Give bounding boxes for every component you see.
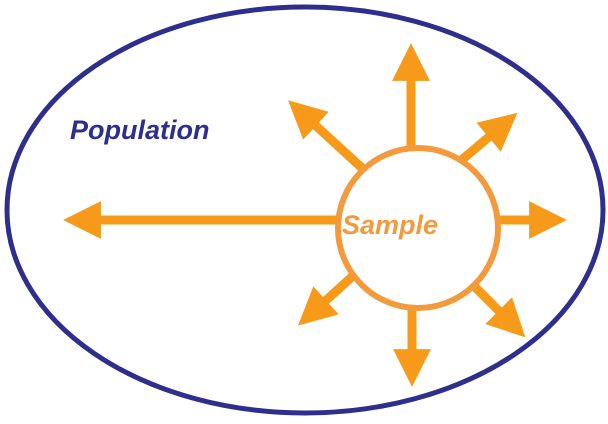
arrow-down-left: [297, 271, 358, 326]
sample-label: Sample: [342, 210, 438, 240]
arrow-up-right: [455, 112, 518, 167]
sample-circle: [335, 145, 501, 311]
arrow-up-left: [288, 100, 366, 172]
arrow-down-right: [466, 278, 526, 338]
arrows-group: [63, 43, 567, 387]
population-ellipse: [4, 4, 606, 416]
population-label: Population: [70, 115, 209, 145]
